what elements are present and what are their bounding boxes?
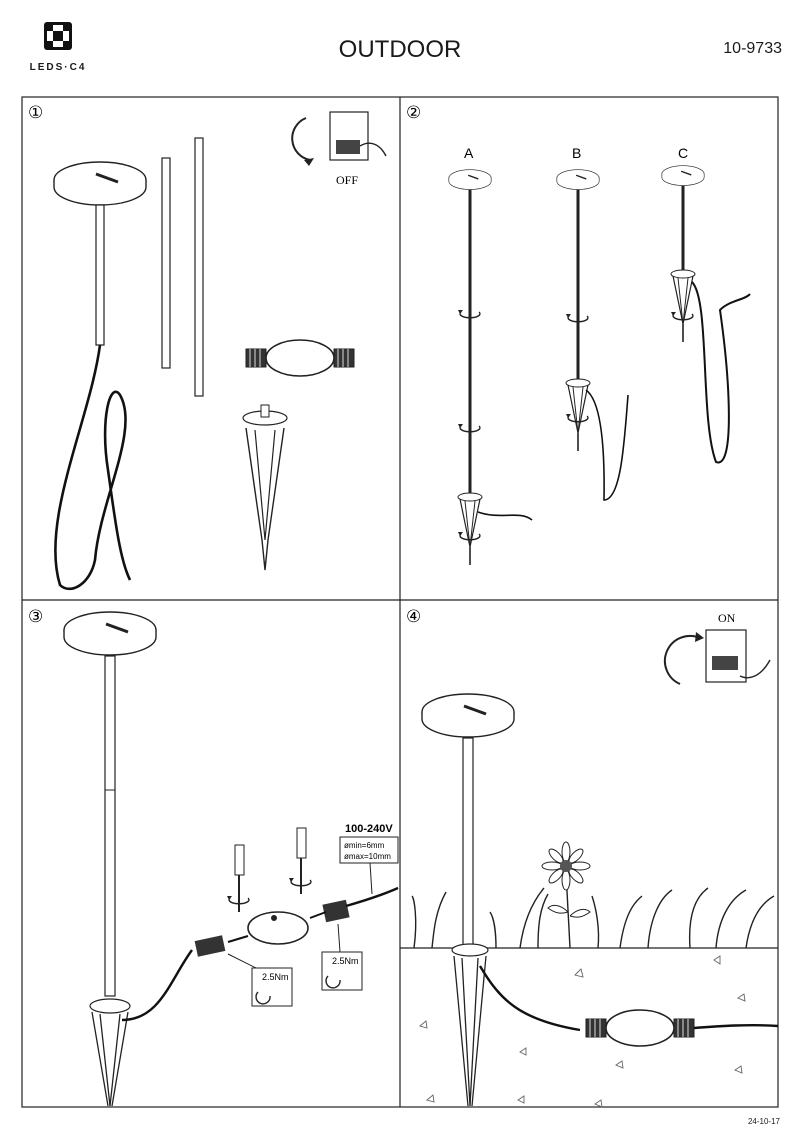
connector-open-icon	[194, 899, 350, 957]
wrench-icon	[255, 991, 271, 1005]
panel-3-wiring: 100-240V ømin=6mm ømax=10mm 2.5Nm 2.5Nm	[62, 610, 399, 1107]
buried-spike-icon	[451, 943, 489, 1107]
brand-name: LEDS·C4	[29, 62, 87, 73]
panel-4-installed: ON	[400, 611, 779, 1108]
buried-cable-icon	[478, 965, 581, 1032]
panel-3-number: ③	[28, 607, 43, 626]
cable-connector-icon	[245, 339, 355, 377]
panel-1-components: OFF	[52, 111, 387, 591]
torque-callout-left: 2.5Nm	[227, 953, 293, 1007]
switch-on-label: ON	[718, 611, 736, 625]
soil-texture-icon	[419, 955, 746, 1108]
cable-min-label: ømin=6mm	[344, 841, 385, 850]
panel-1-number: ①	[28, 103, 43, 122]
variant-c-assembly-icon	[661, 165, 751, 464]
flower-icon	[541, 841, 591, 949]
voltage-label: 100-240V	[345, 823, 393, 835]
panel-4-number: ④	[406, 607, 421, 626]
screwdriver-right-icon	[288, 827, 312, 894]
lamp-cable-icon	[121, 949, 193, 1022]
cable-max-label: ømax=10mm	[344, 852, 391, 861]
lamp-pole-icon	[104, 655, 116, 997]
lamp-head-installed-icon	[420, 692, 516, 739]
lamp-pole-installed-icon	[462, 737, 474, 949]
switch-off-icon	[291, 111, 387, 166]
buried-mains-cable-icon	[693, 1023, 779, 1030]
extension-tube-short-icon	[161, 157, 171, 369]
product-code: 10-9733	[723, 40, 782, 57]
mains-cable-icon	[345, 886, 399, 908]
lamp-head-large-icon	[62, 610, 158, 657]
variant-a-label: A	[464, 145, 474, 161]
variant-c-label: C	[678, 145, 688, 161]
grass-icon	[411, 887, 775, 949]
screwdriver-left-icon	[226, 844, 250, 912]
variant-b-assembly-icon	[556, 169, 629, 501]
switch-off-label: OFF	[336, 173, 358, 187]
lamp-head-icon	[52, 160, 148, 591]
panel-2-number: ②	[406, 103, 421, 122]
torque-right-label: 2.5Nm	[332, 956, 359, 966]
torque-callout-right: 2.5Nm	[321, 923, 363, 991]
ground-spike-large-icon	[89, 998, 131, 1107]
revision-date: 24-10-17	[747, 1117, 780, 1126]
switch-on-icon	[663, 629, 771, 685]
page-title: OUTDOOR	[338, 36, 462, 63]
buried-connector-icon	[585, 1009, 695, 1047]
variant-a-assembly-icon	[448, 169, 533, 566]
variant-b-label: B	[572, 145, 581, 161]
brand-logo: LEDS·C4	[22, 18, 94, 78]
ground-spike-icon	[242, 404, 288, 571]
voltage-callout: 100-240V ømin=6mm ømax=10mm	[339, 823, 399, 895]
torque-left-label: 2.5Nm	[262, 972, 289, 982]
wrench-icon	[325, 975, 341, 989]
extension-tube-long-icon	[194, 137, 204, 397]
brand-logo-icon	[44, 22, 72, 50]
panel-2-variants: A B C	[448, 145, 751, 566]
